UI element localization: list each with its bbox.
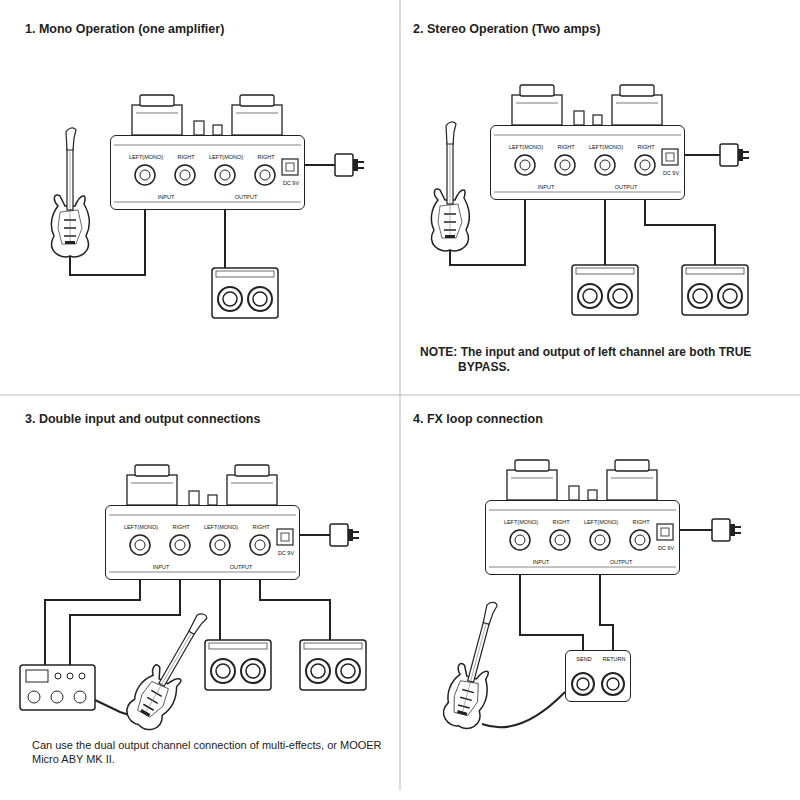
jack-label: LEFT(MONO) xyxy=(124,524,158,530)
jack-label: LEFT(MONO) xyxy=(504,519,538,525)
amplifier xyxy=(682,265,748,315)
jack-label: INPUT xyxy=(153,564,170,570)
jack-label: INPUT xyxy=(158,194,175,200)
panel-heading: 3. Double input and output connections xyxy=(25,412,395,427)
pedal-unit: LEFT(MONO) RIGHT LEFT(MONO) RIGHT INPUT OUTPU… xyxy=(105,505,300,580)
jack-label: RIGHT xyxy=(177,154,194,160)
note-text: NOTE: The input and output of left chann… xyxy=(420,345,780,375)
amplifier xyxy=(572,265,638,315)
amplifier xyxy=(212,268,278,318)
jack-label: DC 9V xyxy=(658,545,674,551)
panel-heading: 2. Stereo Operation (Two amps) xyxy=(413,22,793,37)
jack-label: DC 9V xyxy=(278,550,294,556)
amplifier xyxy=(205,640,271,690)
jack-label: OUTPUT xyxy=(230,564,253,570)
jack-label: LEFT(MONO) xyxy=(129,154,163,160)
pedal-unit: LEFT(MONO) RIGHT LEFT(MONO) RIGHT INPUT OUTPU… xyxy=(110,135,305,210)
jack-label: LEFT(MONO) xyxy=(204,524,238,530)
pedal-body xyxy=(105,465,300,580)
jack-label: LEFT(MONO) xyxy=(209,154,243,160)
guitar xyxy=(51,128,89,257)
jack-label: DC 9V xyxy=(283,180,299,186)
jack-label: OUTPUT xyxy=(615,184,638,190)
jack-label: RETURN xyxy=(603,656,626,662)
jack-label: RIGHT xyxy=(637,144,654,150)
guitar xyxy=(431,122,469,251)
amplifier xyxy=(565,650,631,702)
fx-loop-cable xyxy=(600,575,613,650)
fx-loop-cable xyxy=(520,575,583,650)
power-adapter xyxy=(712,519,741,541)
jack-label: RIGHT xyxy=(632,519,649,525)
pedal-unit: LEFT(MONO) RIGHT LEFT(MONO) RIGHT INPUT OUTPU… xyxy=(485,500,680,575)
amplifier-box: SEND RETURN xyxy=(565,650,631,702)
jack-label: INPUT xyxy=(533,559,550,565)
jack-label: SEND xyxy=(576,656,591,662)
pedal-body xyxy=(485,460,680,575)
jack-label: OUTPUT xyxy=(610,559,633,565)
jack-label: RIGHT xyxy=(252,524,269,530)
panel-heading: 1. Mono Operation (one amplifier) xyxy=(25,22,395,37)
jack-label: LEFT(MONO) xyxy=(509,144,543,150)
jack-label: RIGHT xyxy=(172,524,189,530)
power-adapter xyxy=(330,524,359,546)
panel-divider xyxy=(0,395,800,396)
pedal-body xyxy=(110,95,305,210)
jack-label: RIGHT xyxy=(557,144,574,150)
jack-label: RIGHT xyxy=(552,519,569,525)
jack-label: LEFT(MONO) xyxy=(584,519,618,525)
jack-label: LEFT(MONO) xyxy=(589,144,623,150)
multi-effects-unit xyxy=(20,665,95,710)
cables xyxy=(45,155,720,727)
guitar xyxy=(440,597,510,732)
jack-label: INPUT xyxy=(538,184,555,190)
amplifier xyxy=(300,640,366,690)
pedal-body xyxy=(490,85,685,200)
jack-label: RIGHT xyxy=(257,154,274,160)
jack-label: OUTPUT xyxy=(235,194,258,200)
jack-label: DC 9V xyxy=(663,170,679,176)
pedal-unit: LEFT(MONO) RIGHT LEFT(MONO) RIGHT INPUT OUTPU… xyxy=(490,125,685,200)
panel-heading: 4. FX loop connection xyxy=(413,412,793,427)
caption-text: Can use the dual output channel connecti… xyxy=(32,738,382,766)
power-adapter xyxy=(720,144,749,166)
power-adapter xyxy=(335,154,364,176)
